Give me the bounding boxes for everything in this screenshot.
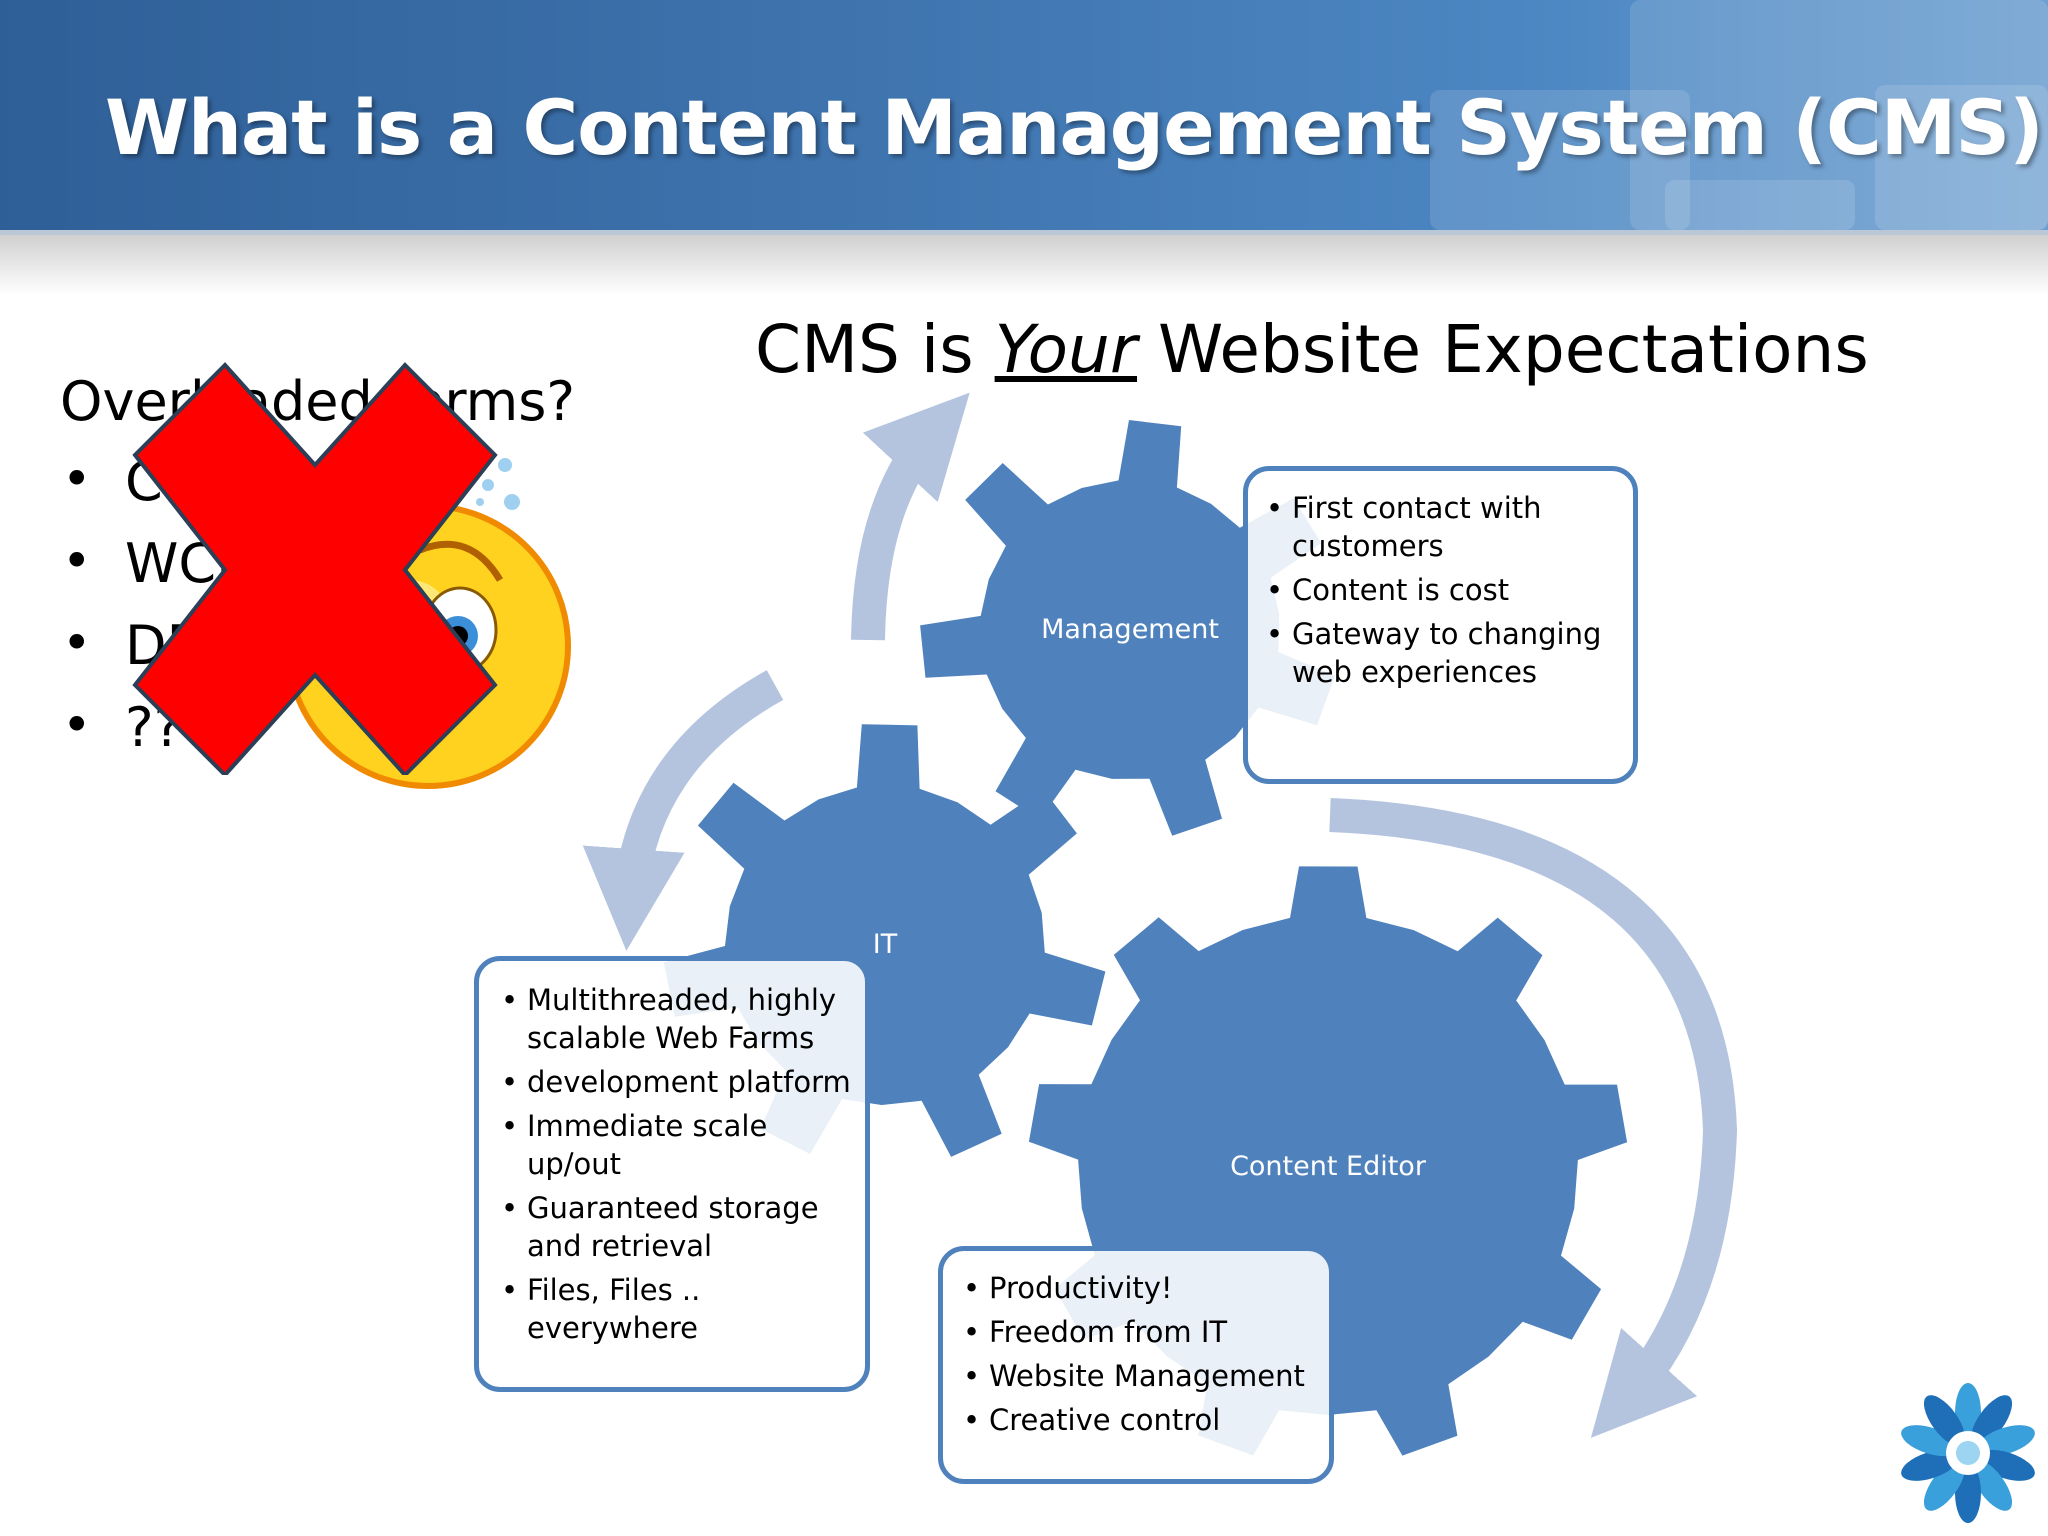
callout-bullet: Website Management [961, 1357, 1319, 1395]
callout-bullet: Creative control [961, 1401, 1319, 1439]
gear-label-it: IT [873, 929, 898, 960]
banner-decoration [1665, 180, 1855, 230]
callout-bullet: Immediate scale up/out [499, 1107, 855, 1183]
callout-bullet: Multithreaded, highly scalable Web Farms [499, 981, 855, 1057]
callout-bullet: Guaranteed storage and retrieval [499, 1189, 855, 1265]
bullet: • [62, 532, 92, 590]
logo-petal [1923, 1395, 1966, 1447]
logo-petal [1970, 1459, 2013, 1511]
cycle-arrow [1329, 798, 1738, 1438]
callout-bullet: First contact with customers [1264, 489, 1619, 565]
banner-underline [0, 230, 2048, 235]
gear-management [920, 420, 1335, 836]
title-emphasis: Your [994, 311, 1138, 388]
logo-petal [1901, 1449, 1959, 1481]
callout-bullet: Content is cost [1264, 571, 1619, 609]
callout-bullet: Productivity! [961, 1269, 1319, 1307]
logo-petal [1923, 1459, 1966, 1511]
banner-decoration [1430, 90, 1690, 230]
title-banner [0, 0, 2048, 230]
banner-decoration [1630, 0, 2048, 230]
callout-bullet: Gateway to changing web experiences [1264, 615, 1619, 691]
content-editor-callout: Productivity! Freedom from IT Website Ma… [938, 1246, 1334, 1484]
title-prefix: CMS is [755, 311, 995, 388]
logo-petal [1977, 1425, 2035, 1457]
it-callout: Multithreaded, highly scalable Web Farms… [474, 956, 870, 1392]
banner-decoration [1875, 85, 2048, 230]
bullet: • [62, 696, 92, 754]
callout-bullet: Files, Files .. everywhere [499, 1271, 855, 1347]
gear-label-content-editor: Content Editor [1230, 1151, 1427, 1182]
logo-icon [1901, 1383, 2035, 1523]
logo-petal [1970, 1395, 2013, 1447]
left-heading: Overloaded terms? [60, 370, 576, 433]
title-suffix: Website Expectations [1137, 311, 1869, 388]
red-cross-icon [132, 362, 498, 775]
banner-shadow [0, 235, 2048, 295]
bullet: • [62, 450, 92, 508]
callout-bullet: development platform [499, 1063, 855, 1101]
management-callout: First contact with customers Content is … [1243, 466, 1638, 784]
slide-title: What is a Content Management System (CMS… [105, 83, 2048, 172]
cycle-arrow [851, 392, 970, 641]
gear-label-management: Management [1041, 614, 1219, 645]
cycle-arrow [582, 670, 784, 951]
callout-bullet: Freedom from IT [961, 1313, 1319, 1351]
diagram-title: CMS is Your Website Expectations [755, 310, 1869, 390]
bullet: • [62, 614, 92, 672]
